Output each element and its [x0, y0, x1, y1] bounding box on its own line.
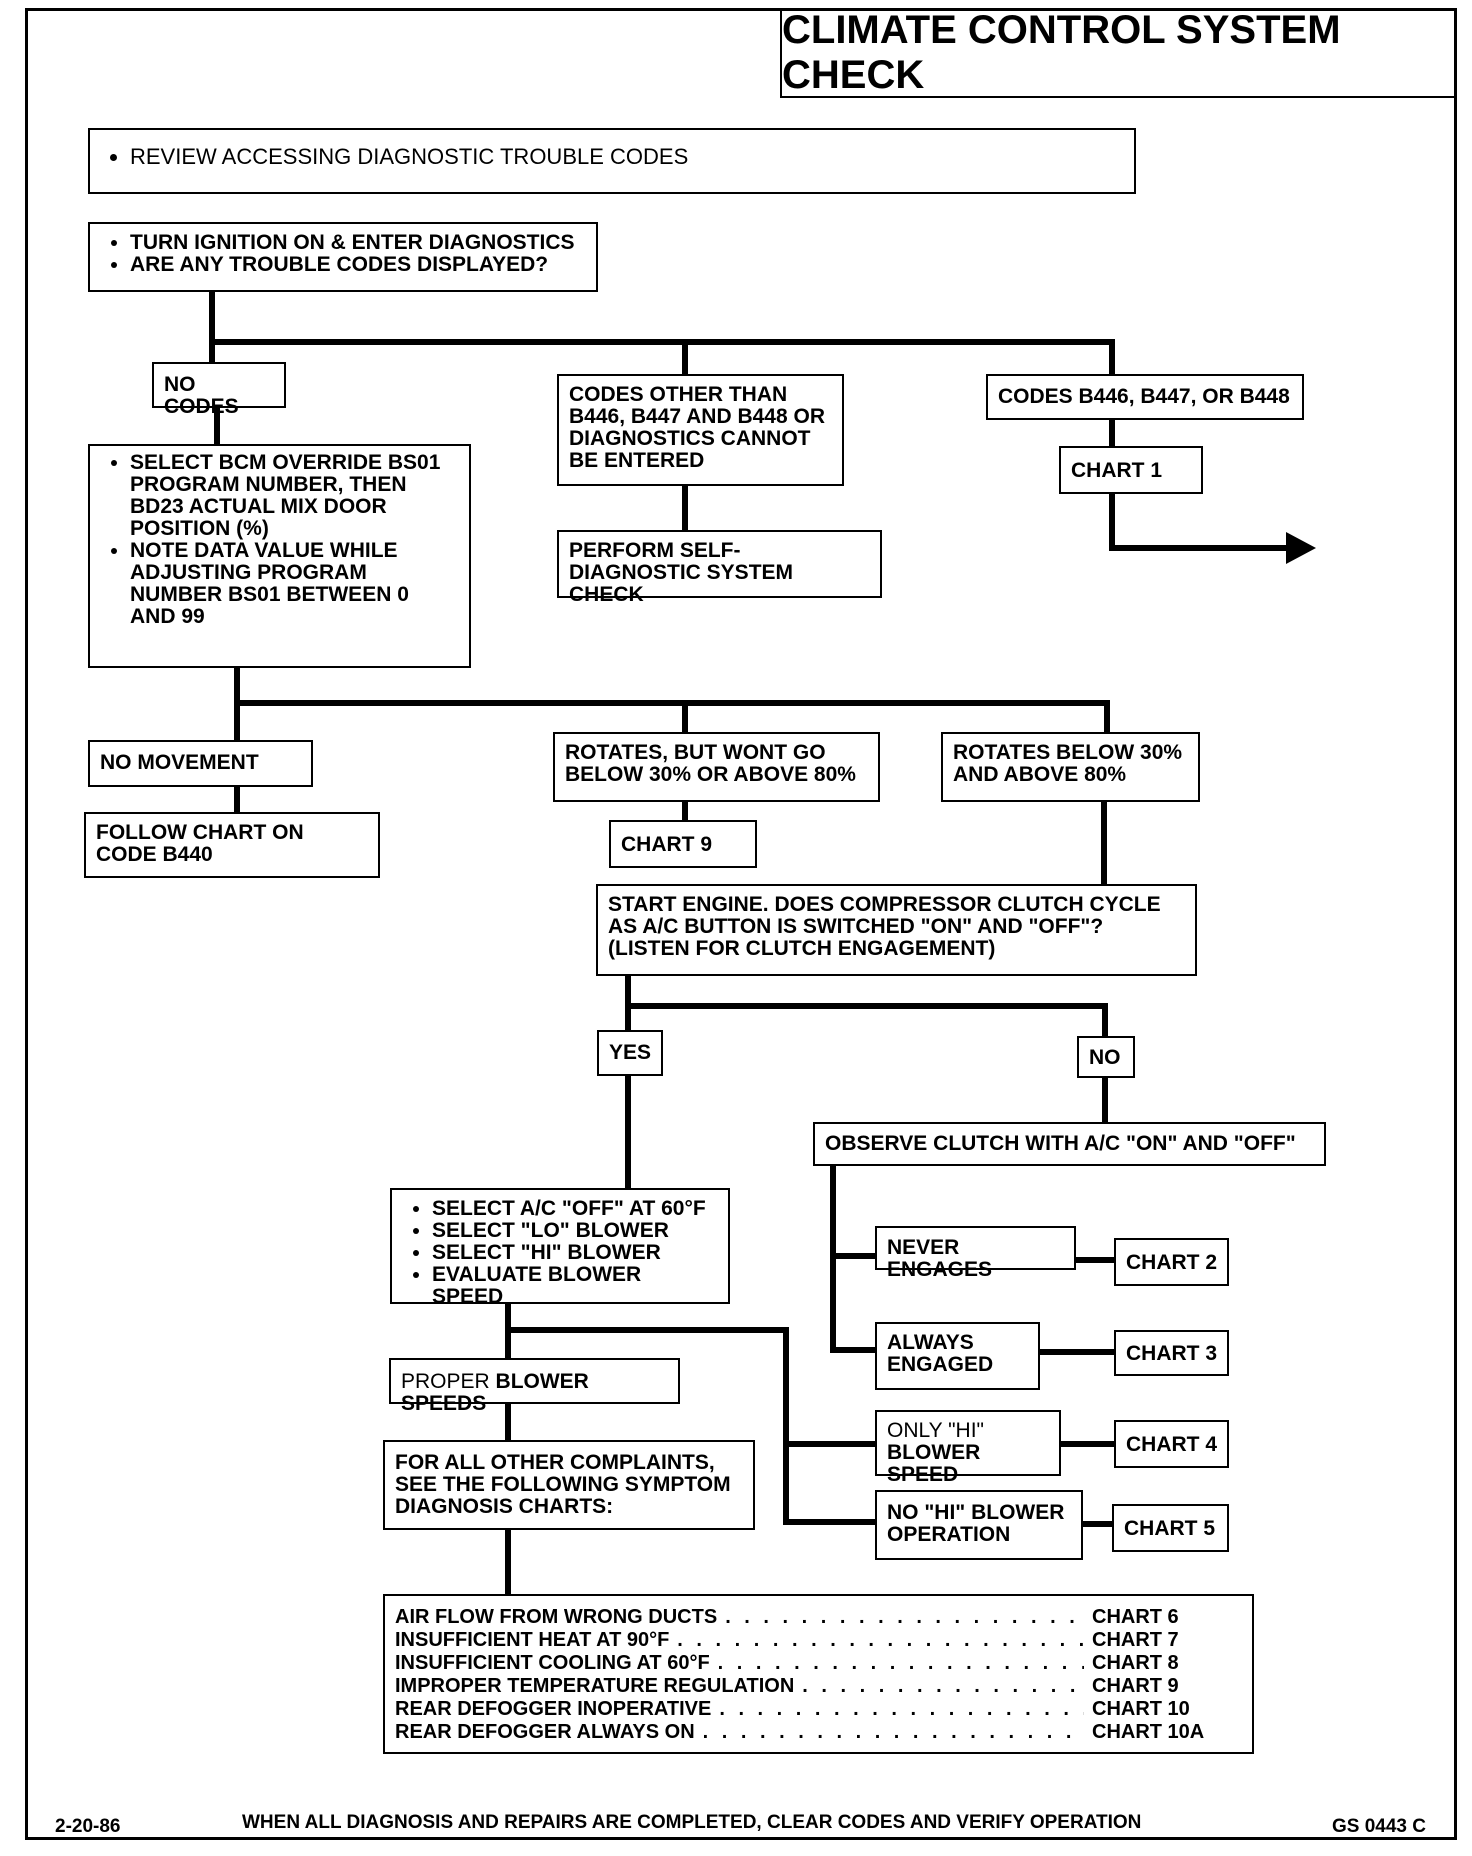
blower-test-box: SELECT A/C "OFF" AT 60°F SELECT "LO" BLO…: [390, 1188, 730, 1308]
select-hi-step: SELECT "HI" BLOWER: [432, 1242, 718, 1264]
codes-displayed-question: ARE ANY TROUBLE CODES DISPLAYED?: [130, 254, 586, 276]
symptom-row: AIR FLOW FROM WRONG DUCTS CHART 6: [395, 1606, 1242, 1629]
chart5-box: CHART 5: [1112, 1504, 1229, 1552]
select-bcm-step: SELECT BCM OVERRIDE BS01 PROGRAM NUMBER,…: [130, 452, 459, 540]
no-box: NO: [1077, 1036, 1135, 1078]
symptom-chart: CHART 8: [1092, 1652, 1179, 1674]
perform-self-diagnostic-box: PERFORM SELF-DIAGNOSTIC SYSTEM CHECK: [557, 530, 882, 606]
chart3-box: CHART 3: [1114, 1330, 1229, 1376]
footer-date: 2-20-86: [55, 1816, 121, 1837]
symptom-name: AIR FLOW FROM WRONG DUCTS: [395, 1606, 718, 1628]
start-engine-box: START ENGINE. DOES COMPRESSOR CLUTCH CYC…: [596, 884, 1197, 976]
chart1-box: CHART 1: [1059, 446, 1203, 494]
symptom-row: REAR DEFOGGER INOPERATIVE CHART 10: [395, 1698, 1242, 1721]
select-ac-off-step: SELECT A/C "OFF" AT 60°F: [432, 1198, 718, 1220]
review-codes-box: REVIEW ACCESSING DIAGNOSTIC TROUBLE CODE…: [88, 128, 1136, 194]
no-hi-blower-box: NO "HI" BLOWER OPERATION: [875, 1490, 1083, 1560]
leader-dots: [718, 1652, 1084, 1675]
chart2-box: CHART 2: [1114, 1238, 1229, 1286]
blower-speeds-label: BLOWER SPEEDS: [401, 1370, 589, 1415]
symptom-charts-table: AIR FLOW FROM WRONG DUCTS CHART 6 INSUFF…: [383, 1594, 1254, 1754]
never-engages-box: NEVER ENGAGES: [875, 1226, 1076, 1281]
symptom-chart: CHART 9: [1092, 1675, 1179, 1697]
page-title: CLIMATE CONTROL SYSTEM CHECK: [780, 8, 1456, 98]
rotates-below-box: ROTATES BELOW 30% AND ABOVE 80%: [941, 732, 1200, 802]
symptom-row: INSUFFICIENT COOLING AT 60°F CHART 8: [395, 1652, 1242, 1675]
blower-speed-label: BLOWER SPEED: [887, 1441, 981, 1486]
ignition-box: TURN IGNITION ON & ENTER DIAGNOSTICS ARE…: [88, 222, 598, 292]
proper-label: PROPER: [401, 1370, 490, 1393]
footer-note: WHEN ALL DIAGNOSIS AND REPAIRS ARE COMPL…: [242, 1812, 1142, 1833]
symptom-name: REAR DEFOGGER ALWAYS ON: [395, 1721, 695, 1743]
symptom-row: IMPROPER TEMPERATURE REGULATION CHART 9: [395, 1675, 1242, 1698]
chart9-box: CHART 9: [609, 820, 757, 868]
arrowhead: [1286, 532, 1316, 564]
leader-dots: [802, 1675, 1084, 1698]
no-codes-box: NO CODES: [152, 362, 286, 418]
symptom-chart: CHART 10: [1092, 1698, 1190, 1720]
leader-dots: [703, 1721, 1084, 1744]
symptom-name: INSUFFICIENT HEAT AT 90°F: [395, 1629, 670, 1651]
leader-dots: [719, 1698, 1084, 1721]
leader-dots: [725, 1606, 1084, 1629]
symptom-row: INSUFFICIENT HEAT AT 90°F CHART 7: [395, 1629, 1242, 1652]
proper-blower-speeds-box: PROPER BLOWER SPEEDS: [389, 1358, 680, 1415]
symptom-chart: CHART 6: [1092, 1606, 1179, 1628]
leader-dots: [677, 1629, 1084, 1652]
only-hi-box: ONLY "HI" BLOWER SPEED: [875, 1410, 1061, 1486]
only-hi-label: ONLY "HI": [887, 1419, 984, 1442]
symptom-name: REAR DEFOGGER INOPERATIVE: [395, 1698, 712, 1720]
no-movement-box: NO MOVEMENT: [88, 740, 313, 787]
observe-clutch-box: OBSERVE CLUTCH WITH A/C "ON" AND "OFF": [813, 1122, 1326, 1166]
select-bcm-box: SELECT BCM OVERRIDE BS01 PROGRAM NUMBER,…: [88, 444, 471, 668]
page-frame: [25, 8, 1457, 1840]
other-complaints-box: FOR ALL OTHER COMPLAINTS, SEE THE FOLLOW…: [383, 1440, 755, 1530]
follow-chart-b440-box: FOLLOW CHART ON CODE B440: [84, 812, 380, 878]
symptom-row: REAR DEFOGGER ALWAYS ON CHART 10A: [395, 1721, 1242, 1744]
footer-code: GS 0443 C: [1332, 1816, 1426, 1837]
symptom-chart: CHART 7: [1092, 1629, 1179, 1651]
symptom-name: INSUFFICIENT COOLING AT 60°F: [395, 1652, 710, 1674]
ignition-step: TURN IGNITION ON & ENTER DIAGNOSTICS: [130, 232, 586, 254]
select-lo-step: SELECT "LO" BLOWER: [432, 1220, 718, 1242]
yes-box: YES: [597, 1030, 663, 1076]
codes-other-box: CODES OTHER THAN B446, B447 AND B448 OR …: [557, 374, 844, 486]
chart4-box: CHART 4: [1114, 1420, 1229, 1468]
review-codes-text: REVIEW ACCESSING DIAGNOSTIC TROUBLE CODE…: [130, 146, 1124, 168]
rotates-wont-go-box: ROTATES, BUT WONT GO BELOW 30% OR ABOVE …: [553, 732, 880, 802]
evaluate-step: EVALUATE BLOWER SPEED: [432, 1264, 718, 1308]
always-engaged-box: ALWAYS ENGAGED: [875, 1322, 1040, 1390]
note-data-step: NOTE DATA VALUE WHILE ADJUSTING PROGRAM …: [130, 540, 459, 628]
symptom-name: IMPROPER TEMPERATURE REGULATION: [395, 1675, 795, 1697]
codes-b446-box: CODES B446, B447, OR B448: [986, 374, 1304, 420]
symptom-chart: CHART 10A: [1092, 1721, 1205, 1743]
